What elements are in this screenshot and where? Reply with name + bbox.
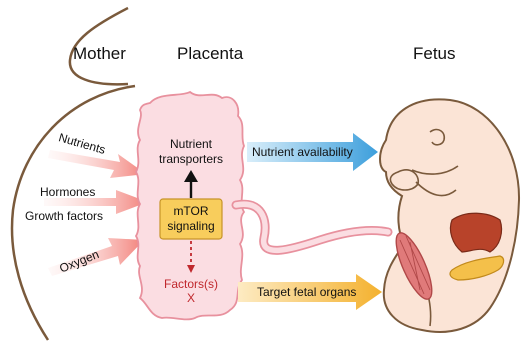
liver-icon bbox=[450, 213, 501, 252]
hormones-label: Hormones bbox=[40, 185, 95, 199]
mtor-label-line2: signaling bbox=[160, 219, 222, 233]
transporters-label-line1: Nutrient bbox=[146, 137, 236, 151]
target-organs-label: Target fetal organs bbox=[257, 285, 356, 299]
mtor-label-line1: mTOR bbox=[160, 204, 222, 218]
growth-factors-label: Growth factors bbox=[25, 209, 103, 223]
fetus-illustration bbox=[380, 99, 519, 332]
fetus-hand bbox=[390, 170, 418, 190]
transporters-label-line2: transporters bbox=[146, 152, 236, 166]
placenta-header: Placenta bbox=[177, 44, 243, 64]
factors-label: Factors(s) bbox=[151, 277, 231, 291]
factors-x-mark: X bbox=[151, 291, 231, 305]
fetus-header: Fetus bbox=[413, 44, 456, 64]
nutrient-availability-label: Nutrient availability bbox=[252, 145, 353, 159]
fetus-body bbox=[380, 99, 519, 332]
mother-header: Mother bbox=[73, 44, 126, 64]
